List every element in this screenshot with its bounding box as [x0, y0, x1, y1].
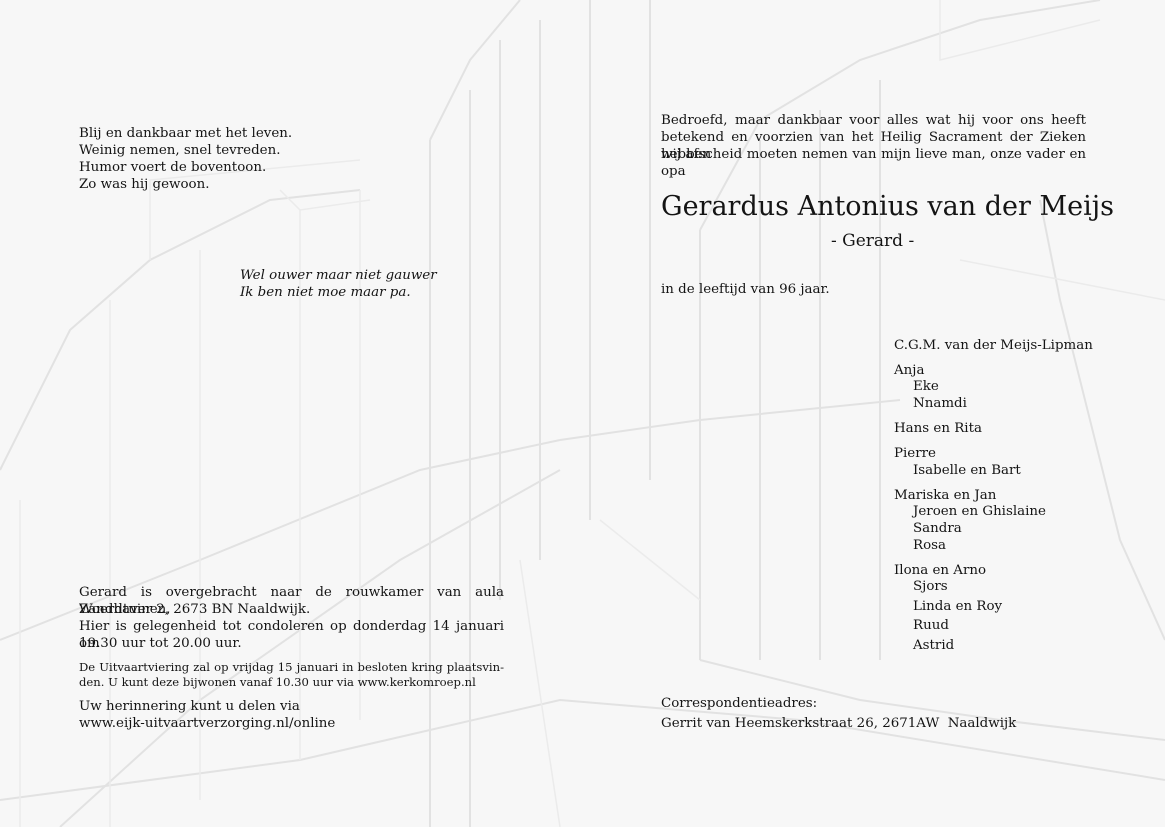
funeral-line: De Uitvaartviering zal op vrijdag 15 jan…: [79, 660, 504, 674]
grandchild: Jeroen en Ghislaine: [913, 504, 1046, 519]
age-text: in de leeftijd van 96 jaar.: [661, 282, 830, 297]
family-member: Anja: [894, 363, 925, 378]
grandchild: Isabelle en Bart: [913, 463, 1021, 478]
arrangements-line: 19.30 uur tot 20.00 uur.: [79, 636, 242, 651]
correspondence-address: Gerrit van Heemskerkstraat 26, 2671AW Na…: [661, 716, 1017, 731]
family-member: Ilona en Arno: [894, 563, 987, 578]
quote-line: Ik ben niet moe maar pa.: [240, 285, 411, 300]
grandchild: Sandra: [913, 521, 962, 536]
grandchild: Rosa: [913, 538, 946, 553]
intro-line: wij afscheid moeten nemen van mijn lieve…: [661, 147, 1086, 179]
poem-line: Zo was hij gewoon.: [79, 177, 210, 192]
deceased-nickname: - Gerard -: [831, 231, 915, 251]
memory-url: www.eijk-uitvaartverzorging.nl/online: [79, 716, 336, 731]
deceased-name: Gerardus Antonius van der Meijs: [661, 191, 1114, 222]
memory-line: Uw herinnering kunt u delen via: [79, 699, 300, 714]
family-member: Hans en Rita: [894, 421, 982, 436]
quote-line: Wel ouwer maar niet gauwer: [240, 268, 437, 283]
spouse-name: C.G.M. van der Meijs-Lipman: [894, 338, 1093, 353]
grandchild: Linda en Roy: [913, 599, 1003, 614]
grandchild: Ruud: [913, 618, 949, 633]
arrangements-line: Hier is gelegenheid tot condoleren op do…: [79, 619, 504, 651]
grandchild: Sjors: [913, 579, 948, 594]
family-member: Pierre: [894, 446, 936, 461]
funeral-line: den. U kunt deze bijwonen vanaf 10.30 uu…: [79, 675, 476, 689]
intro-line: betekend en voorzien van het Heilig Sacr…: [661, 130, 1086, 162]
arrangements-line: Zandhaver 2, 2673 BN Naaldwijk.: [79, 602, 311, 617]
grandchild: Eke: [913, 379, 939, 394]
poem-line: Blij en dankbaar met het leven.: [79, 126, 293, 141]
poem-line: Humor voert de boventoon.: [79, 160, 267, 175]
arrangements-line: Gerard is overgebracht naar de rouwkamer…: [79, 585, 504, 617]
poem-line: Weinig nemen, snel tevreden.: [79, 143, 281, 158]
correspondence-label: Correspondentieadres:: [661, 696, 818, 711]
family-member: Mariska en Jan: [894, 488, 997, 503]
intro-line: Bedroefd, maar dankbaar voor alles wat h…: [661, 113, 1086, 128]
grandchild: Astrid: [913, 638, 955, 653]
grandchild: Nnamdi: [913, 396, 967, 411]
